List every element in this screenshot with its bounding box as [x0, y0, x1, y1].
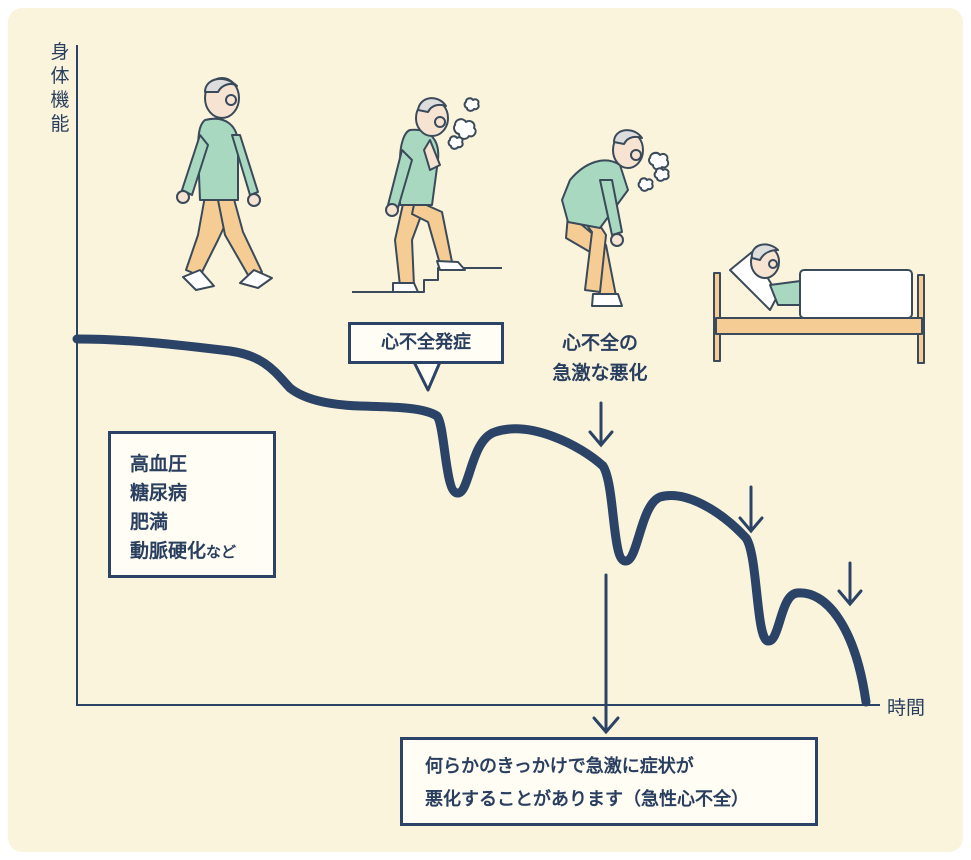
function-curve	[72, 334, 871, 707]
acute-heart-failure-note: 何らかのきっかけで急激に症状が 悪化することがあります（急性心不全）	[400, 737, 818, 826]
background-panel	[8, 8, 963, 852]
worsening-line1: 心不全の	[561, 332, 638, 354]
y-axis-label: 身体機能	[50, 41, 70, 135]
risk-factor-diabetes: 糖尿病	[130, 482, 188, 504]
risk-factor-arteriosclerosis: 動脈硬化など	[130, 537, 273, 567]
onset-callout: 心不全発症	[348, 322, 504, 364]
bent-over-man-illustration	[561, 129, 670, 307]
bubble-tail	[412, 360, 442, 392]
x-axis-label: 時間	[887, 697, 926, 719]
walking-man-illustration	[176, 77, 273, 291]
worsening-label: 心不全の 急激な悪化	[544, 328, 656, 388]
note-line1: 何らかのきっかけで急激に症状が	[425, 756, 694, 777]
arrow-down-icon	[837, 561, 863, 607]
bedridden-man-illustration	[713, 243, 925, 364]
risk-factor-obesity: 肥満	[130, 511, 169, 533]
worsening-line2: 急激な悪化	[552, 362, 648, 384]
arrow-down-icon	[738, 485, 764, 534]
risk-factors-box: 高血圧 糖尿病 肥満 動脈硬化など	[108, 431, 276, 578]
arrow-down-icon	[592, 573, 620, 735]
risk-factor-hypertension: 高血圧	[130, 453, 188, 475]
stair-climber-illustration	[352, 97, 502, 293]
note-line2: 悪化することがあります（急性心不全）	[425, 789, 749, 810]
arrow-down-icon	[588, 401, 614, 448]
risk-factor-arteriosclerosis-main: 動脈硬化	[130, 540, 207, 562]
risk-factor-etc: など	[206, 543, 237, 561]
